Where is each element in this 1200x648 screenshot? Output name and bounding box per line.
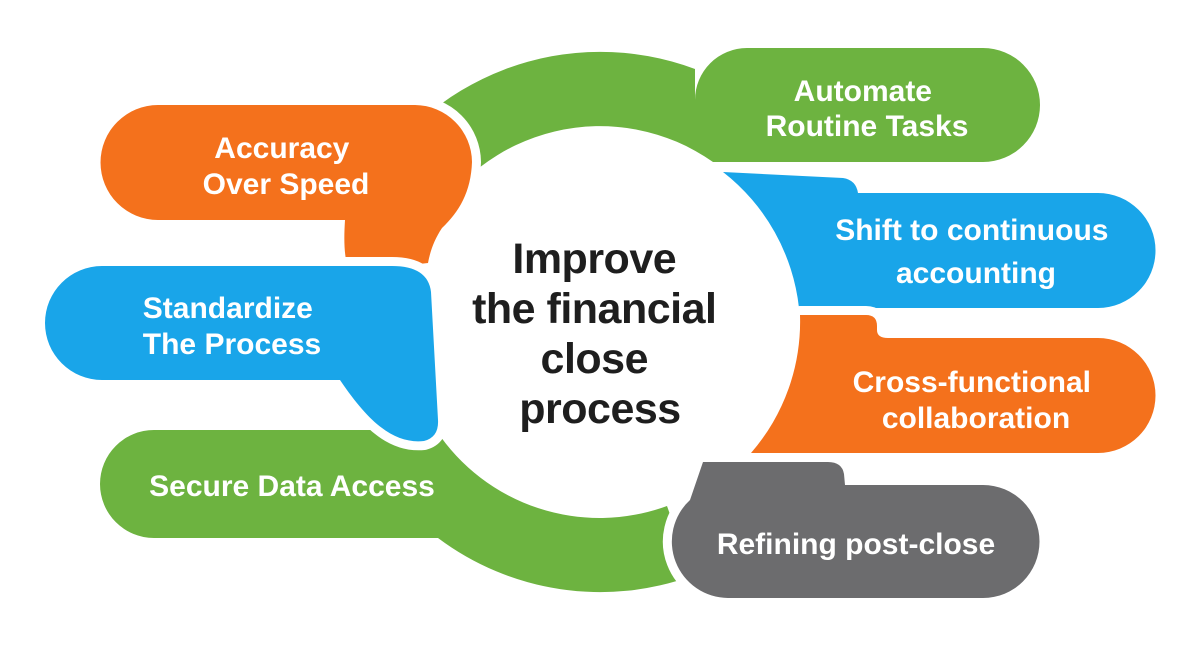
bubble-standardize-process xyxy=(36,257,448,451)
label-cross-functional: Cross-functional collaboration xyxy=(853,366,1100,435)
center-title-line2: the financial xyxy=(472,285,716,333)
bubble-cross-functional xyxy=(742,306,1165,462)
label-standardize: Standardize The Process xyxy=(143,292,321,361)
center-title-line1: Improve xyxy=(512,235,676,283)
label-refining: Refining post-close xyxy=(717,528,995,561)
green-ring-top-automate-bubble xyxy=(362,48,1040,230)
center-circle xyxy=(410,132,790,512)
center-title: Improve the financial close process xyxy=(472,235,728,433)
label-accuracy: Accuracy Over Speed xyxy=(203,132,370,201)
bubble-shift-continuous-accounting xyxy=(714,163,1165,317)
label-secure: Secure Data Access xyxy=(149,470,435,503)
label-shift: Shift to continuous accounting xyxy=(835,214,1117,290)
label-automate: Automate Routine Tasks xyxy=(766,75,969,143)
center-title-line3: close xyxy=(541,335,648,383)
center-title-line4: process xyxy=(519,385,680,433)
bubble-refining-post-close xyxy=(662,453,1049,607)
green-ring-bottom-secure-bubble xyxy=(100,430,692,593)
